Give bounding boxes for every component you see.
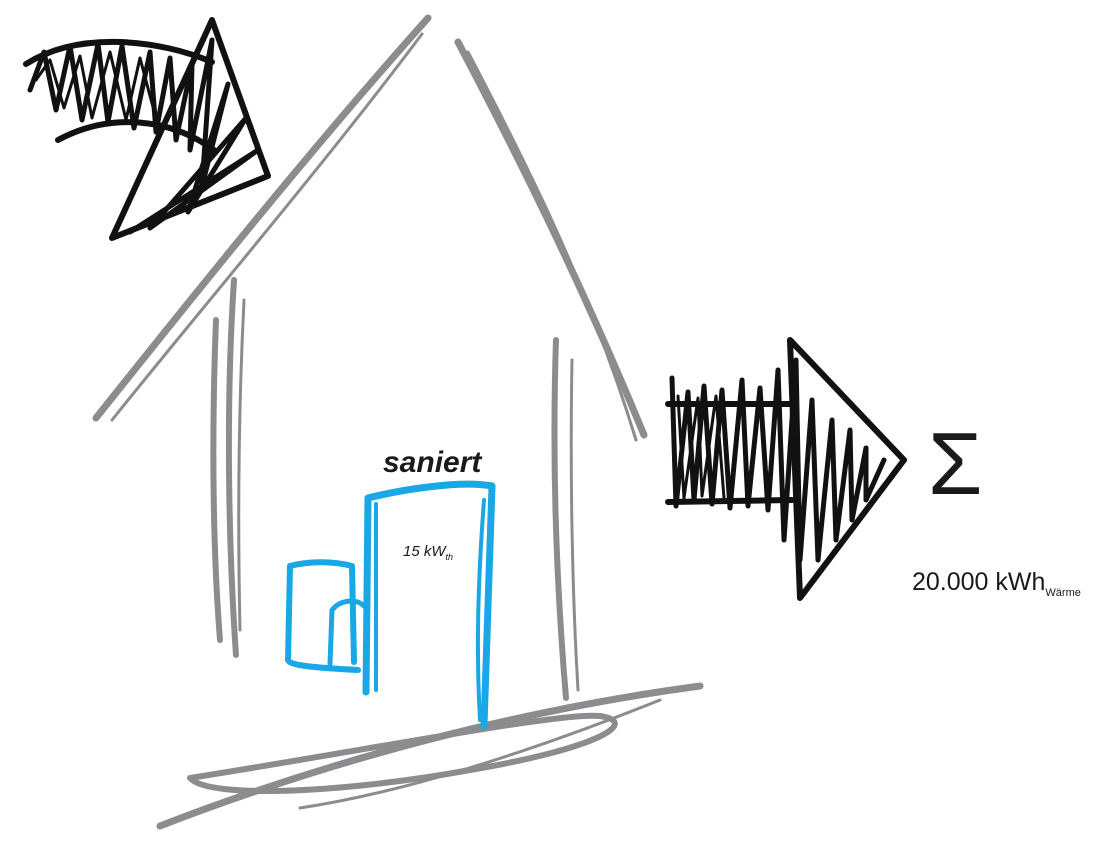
power-value: 15 kW xyxy=(403,543,447,560)
output-arrow-icon xyxy=(668,340,904,598)
power-subscript: th xyxy=(446,552,454,562)
energy-value: 20.000 kWh xyxy=(912,568,1045,596)
house-sketch xyxy=(96,18,700,826)
energy-label: 20.000 kWhWärme xyxy=(912,568,1081,599)
status-label: saniert xyxy=(383,446,483,479)
sigma-icon: Σ xyxy=(928,414,982,513)
input-arrow-icon xyxy=(26,20,268,238)
power-label: 15 kWth xyxy=(403,543,453,562)
heater-unit xyxy=(288,484,492,726)
energy-subscript: Wärme xyxy=(1045,587,1080,599)
